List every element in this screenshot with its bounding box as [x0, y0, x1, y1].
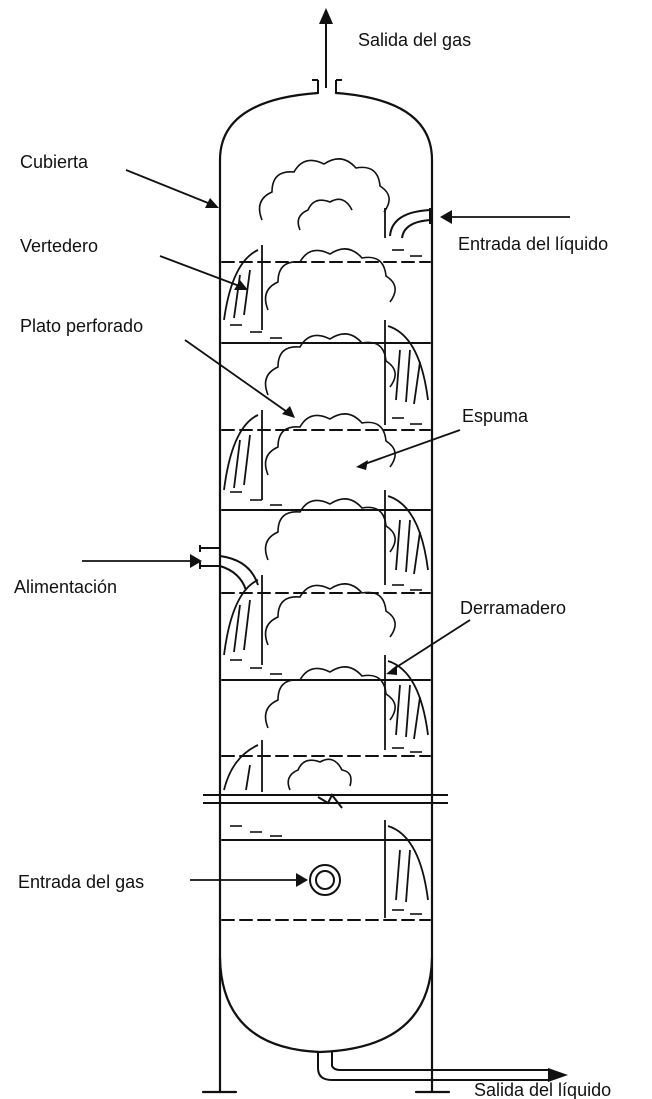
label-liquid-outlet: Salida del líquido [474, 1080, 611, 1099]
label-shell: Cubierta [20, 152, 89, 172]
downcomers-right [384, 208, 429, 918]
leader-lines [82, 169, 570, 881]
gas-inlet-ring [309, 864, 341, 896]
label-weir: Vertedero [20, 236, 98, 256]
leader-arrowheads [190, 198, 452, 887]
liquid-levels [230, 249, 422, 915]
gas-outlet-nozzle [312, 22, 342, 93]
feed-nozzle [199, 545, 259, 591]
label-downcomer: Derramadero [460, 598, 566, 618]
foam-clouds [258, 158, 396, 791]
label-foam: Espuma [462, 406, 529, 426]
downcomers-left [223, 245, 263, 792]
column-shell [201, 91, 451, 1094]
label-gas-outlet: Salida del gas [358, 30, 471, 50]
gas-outlet-arrow-icon [319, 8, 333, 24]
label-sieve-plate: Plato perforado [20, 316, 143, 336]
trays [221, 261, 431, 921]
liquid-outlet-pipe [317, 1052, 550, 1081]
label-gas-inlet: Entrada del gas [18, 872, 144, 892]
section-break [203, 793, 448, 809]
label-liquid-inlet: Entrada del líquido [458, 234, 608, 254]
liquid-outlet-arrow-icon [548, 1068, 568, 1082]
liquid-inlet-nozzle [389, 208, 431, 239]
label-feed: Alimentación [14, 577, 117, 597]
